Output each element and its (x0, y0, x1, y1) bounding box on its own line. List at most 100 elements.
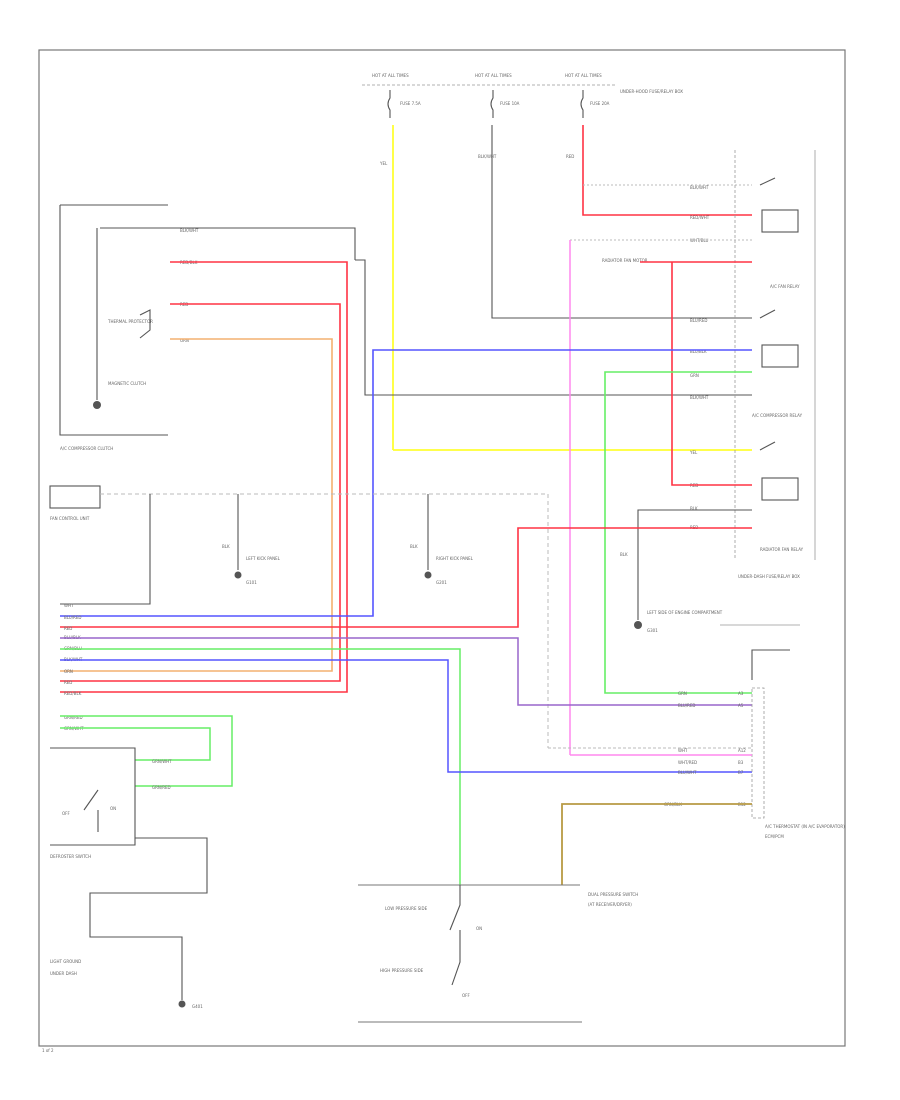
ecm-wire-2: BLU/RED (678, 703, 695, 708)
g4-label: G401 (192, 1004, 203, 1009)
ecm-pin-2: A5 (738, 703, 744, 708)
compressor-clutch-label: A/C COMPRESSOR CLUTCH (60, 446, 113, 451)
relay-b-wire-1: BLU/RED (690, 318, 707, 323)
fan-ground-wire (637, 509, 752, 620)
relay-b-wire-4: BLK/WHT (690, 395, 709, 400)
defroster-switch-block: GRN/RED GRN/WHT GRN/WHT GRN/RED OFF ON D… (50, 715, 233, 1009)
magnetic-clutch-label: MAGNETIC CLUTCH (108, 381, 146, 386)
ecm-wire-4: WHT/RED (678, 760, 697, 765)
ground-2-loc: RIGHT KICK PANEL (436, 556, 474, 561)
relay-b-coil (761, 344, 799, 368)
defroster-switch-label: DEFROSTER SWITCH (50, 854, 91, 859)
relay-a-wire-2: RED/WHT (690, 215, 710, 220)
blkwht-wire-label: BLK/WHT (478, 154, 497, 159)
relay-b-wire-3: GRN (690, 373, 699, 378)
green-dual-pressure-wire (60, 648, 461, 885)
dual-pressure-switch: LOW PRESSURE SIDE HIGH PRESSURE SIDE ON … (358, 884, 638, 1023)
ground-2-id: G201 (436, 580, 447, 585)
radiator-fan-motor-label: RADIATOR FAN MOTOR (602, 258, 648, 263)
dual-pressure-label: DUAL PRESSURE SWITCH (588, 892, 638, 897)
red-wire-label: RED (566, 154, 574, 159)
fuse-header-b: HOT AT ALL TIMES (475, 73, 512, 78)
brown-dual-pressure-wire (561, 803, 752, 885)
radiator-fan-relay-label: RADIATOR FAN RELAY (760, 547, 804, 552)
conn-label-2: BLU/RED (64, 615, 81, 620)
conn-label-1: WHT (64, 603, 74, 608)
red-relay-c-to-conn (60, 527, 752, 628)
g3-label: G301 (647, 628, 658, 633)
red-relay-c-wire (671, 262, 752, 486)
ground-2-symbol (424, 571, 432, 579)
ground-1-wire-label: BLK (222, 544, 230, 549)
high-pressure-label: HIGH PRESSURE SIDE (380, 968, 424, 973)
ecm-pin-4: B3 (738, 760, 744, 765)
fuse-symbol-3 (580, 90, 584, 118)
clutch-blk-wire (100, 227, 356, 260)
redblk-clutch-wire (60, 261, 348, 693)
ground-1-symbol (234, 571, 242, 579)
conn-label-9: RED/BLK (64, 691, 82, 696)
conn-label-7: ORN (64, 669, 73, 674)
relay-c-wire-3: BLK (690, 506, 698, 511)
ecm-wire-1: GRN (678, 691, 687, 696)
dp-off-label: OFF (462, 993, 470, 998)
defroster-off: OFF (62, 811, 70, 816)
left-kick-label: LEFT SIDE OF ENGINE COMPARTMENT (647, 610, 723, 615)
ecm-wire-3: WHT (678, 748, 688, 753)
orange-clutch-wire (60, 338, 333, 672)
red-clutch-wire (60, 303, 341, 682)
ground-1-id: G101 (246, 580, 257, 585)
ecm-sub-label: ECM/PCM (765, 834, 784, 839)
ground-2-wire-label: BLK (410, 544, 418, 549)
low-pressure-label: LOW PRESSURE SIDE (385, 906, 428, 911)
compressor-clutch-block: A/C COMPRESSOR CLUTCH THERMAL PROTECTOR … (59, 204, 356, 451)
comp-relay-label: A/C COMPRESSOR RELAY (752, 413, 803, 418)
ecm-block: GRN BLU/RED WHT WHT/RED BLU/WHT ORN/BLK … (664, 624, 845, 839)
underdash-box-label: UNDER-DASH FUSE/RELAY BOX (738, 574, 800, 579)
relay-a-coil (761, 209, 799, 233)
fuse-symbol-2 (490, 90, 494, 118)
ecm-block-label: A/C THERMOSTAT (IN A/C EVAPORATOR) (765, 824, 845, 829)
conn-label-8: RED (64, 680, 72, 685)
clutch-wire-4-label: ORN (180, 338, 189, 343)
green-label-4: GRN/RED (152, 785, 171, 790)
red-feed-wire (582, 125, 752, 216)
purple-ecm-wire (60, 637, 752, 706)
green-ecm-wire (604, 371, 752, 694)
underhood-fuse-box: HOT AT ALL TIMES HOT AT ALL TIMES HOT AT… (362, 73, 683, 118)
fuse-2-label: FUSE 10A (500, 101, 520, 106)
defroster-on: ON (110, 806, 116, 811)
blkwht-relay-wire (355, 259, 752, 396)
dash-note-label: UNDER DASH (50, 971, 77, 976)
blkwht-feed-wire (491, 125, 752, 319)
blue-ecm-wire (60, 659, 752, 773)
relay-b-wire-2: BLU/BLK (690, 349, 707, 354)
green-label-1: GRN/RED (64, 715, 83, 720)
relay-c-coil (761, 477, 799, 501)
fan-ground-symbol (634, 621, 642, 629)
fuse-3-label: FUSE 20A (590, 101, 610, 106)
light-ground-label: LIGHT GROUND (50, 959, 81, 964)
fuse-header-a: HOT AT ALL TIMES (372, 73, 409, 78)
fuse-1-label: FUSE 7.5A (400, 101, 421, 106)
clutch-wire-1-label: BLK/WHT (180, 228, 199, 233)
ground-1-loc: LEFT KICK PANEL (246, 556, 281, 561)
dp-on-label: ON (476, 926, 482, 931)
green-label-3: GRN/WHT (152, 759, 172, 764)
relay-c-wire-1: YEL (689, 450, 698, 455)
relay-a-wire-1: BLK/WHT (690, 185, 709, 190)
ecm-pin-1: A3 (738, 691, 744, 696)
ecm-pin-3: A12 (738, 748, 746, 753)
page-marker: 1 of 2 (42, 1048, 54, 1053)
blue-relay-wire (60, 349, 752, 617)
relay-column: BLK/WHT RED/WHT WHT/BLU RADIATOR FAN MOT… (602, 150, 816, 579)
thermal-protector-label: THERMAL PROTECTOR (107, 319, 153, 324)
underhood-box-label: UNDER-HOOD FUSE/RELAY BOX (620, 89, 683, 94)
fan-control-unit-label: FAN CONTROL UNIT (50, 516, 90, 521)
fan-ground-wire-label: BLK (620, 552, 628, 557)
yellow-wire-label: YEL (379, 161, 388, 166)
dual-pressure-note: (AT RECEIVER/DRYER) (588, 902, 632, 907)
fuse-header-c: HOT AT ALL TIMES (565, 73, 602, 78)
fuse-symbol-1 (387, 90, 391, 118)
